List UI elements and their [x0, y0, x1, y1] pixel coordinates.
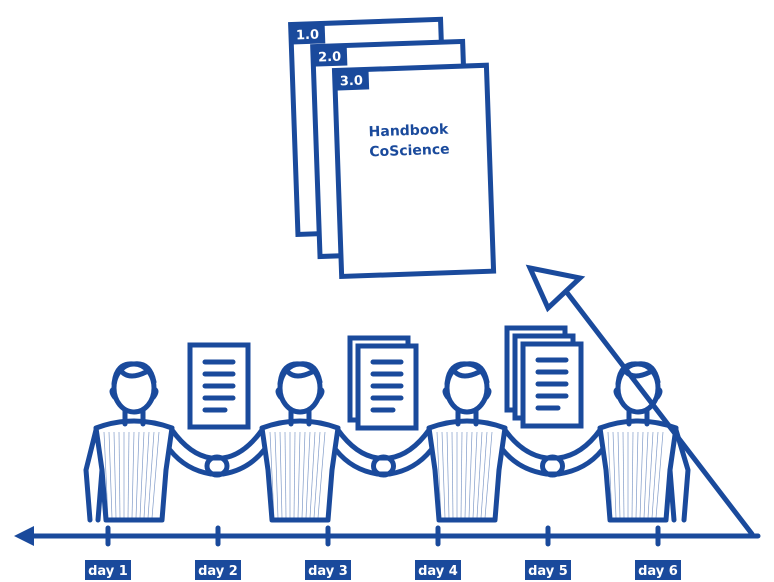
document-icon-3: [504, 325, 584, 429]
outer-arms: [83, 427, 691, 523]
handbook-title-line2: CoScience: [369, 142, 450, 161]
feedback-arrow: [525, 264, 755, 537]
timeline-start-arrow-icon: [14, 526, 34, 546]
day-label-5: day 5: [525, 560, 571, 580]
handbook-stack: 1.0 2.0 3.0 Handbook CoScience: [288, 16, 497, 280]
version-label-2: 2.0: [318, 50, 342, 66]
document-icon-1: [187, 342, 251, 430]
version-label-3: 3.0: [340, 74, 364, 90]
day-label-1: day 1: [85, 560, 131, 580]
person-icon: [426, 361, 508, 523]
people-chain: [83, 361, 691, 523]
day-label-5-text: day 5: [528, 564, 568, 579]
day-label-4: day 4: [415, 560, 461, 580]
person-icon: [93, 361, 175, 523]
document-icon-2: [347, 335, 419, 431]
version-label-1: 1.0: [296, 28, 320, 44]
handbook-title-line1: Handbook: [368, 122, 449, 141]
linked-arms: [333, 427, 434, 478]
linked-arms: [167, 427, 267, 478]
person-icon: [259, 361, 341, 523]
day-label-3: day 3: [305, 560, 351, 580]
day-label-3-text: day 3: [308, 564, 348, 579]
handbook-version-3: 3.0 Handbook CoScience: [331, 62, 497, 280]
day-label-2-text: day 2: [198, 564, 238, 579]
day-label-1-text: day 1: [88, 564, 128, 579]
day-label-2: day 2: [195, 560, 241, 580]
person-icon: [597, 361, 679, 523]
day-label-6: day 6: [635, 560, 681, 580]
timeline: day 1 day 2 day 3 day 4 day 5 day 6: [14, 525, 761, 580]
day-label-4-text: day 4: [418, 564, 458, 579]
linked-arms: [500, 427, 605, 478]
day-label-6-text: day 6: [638, 564, 678, 579]
arrow-icon: [525, 264, 586, 313]
